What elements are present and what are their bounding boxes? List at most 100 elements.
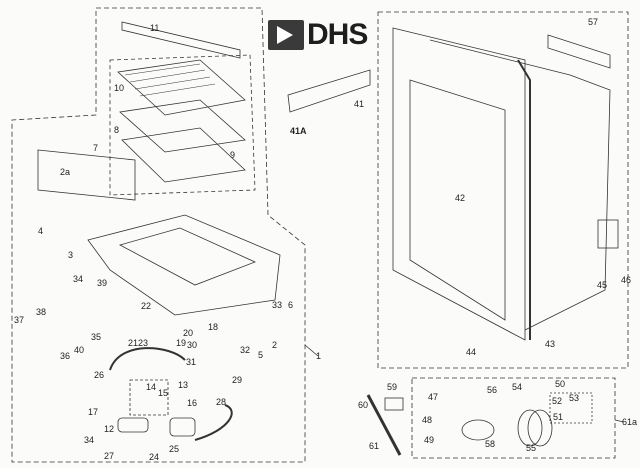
part-label: 11 [150,23,160,33]
part-label: 35 [91,332,102,342]
part-label: 41A [290,126,307,136]
leader-1 [304,344,319,357]
burner-10 [117,59,246,116]
part-label: 39 [97,278,108,288]
part-label: 10 [114,83,125,93]
part-label: 61a [622,417,638,427]
part-label: 22 [141,301,152,311]
part-label: 23 [138,338,149,348]
tape-58 [461,419,495,441]
part-label: 8 [114,125,120,135]
part-label: 1 [316,351,322,361]
part-label: 45 [597,280,608,290]
rod-60 [366,394,402,456]
part-label: 13 [178,380,189,390]
bar-41A [287,69,371,113]
part-label: 25 [169,444,180,454]
part-label: 15 [158,388,169,398]
part-label: 20 [183,328,194,338]
part-label: 36 [60,351,71,361]
part-label: 53 [569,393,580,403]
part-label: 43 [545,339,556,349]
part-label: 42 [455,193,466,203]
block-59 [384,397,404,411]
part-label: 19 [176,338,187,348]
part-label: 26 [94,370,105,380]
part-label: 55 [526,443,537,453]
part-label: 32 [240,345,251,355]
bracket-57 [547,34,611,69]
panel-2a [37,149,136,201]
part-label: 33 [272,300,283,310]
part-label: 59 [387,382,398,392]
part-label: 14 [146,382,157,392]
burner-subgroup-outline [109,54,256,196]
part-label: 7 [93,143,99,153]
part-label: 3 [68,250,74,260]
part-label: 31 [186,357,197,367]
part-label: 34 [73,274,84,284]
part-label: 34 [84,435,95,445]
chassis-inner [118,227,257,286]
part-label: 4 [38,226,44,236]
frame-9 [121,127,246,183]
part-label: 9 [230,150,236,160]
exchanger-front [392,27,526,341]
burner-group-outline [11,7,306,463]
pipe-26 [109,347,186,371]
part-label: 51 [553,412,564,422]
pipe-43 [517,59,531,340]
part-label: 30 [187,340,198,350]
part-label: 29 [232,375,243,385]
part-label: 58 [485,439,496,449]
valve-12 [117,417,149,433]
dhs-logo: DHS [268,18,368,51]
burner-10-slots [124,63,216,97]
part-label: 54 [512,382,523,392]
part-label: 41 [354,99,365,109]
logo-arrow-icon [268,20,304,50]
part-label: 2a [60,167,71,177]
valve-subgroup-outline [129,379,169,416]
part-label: 48 [422,415,433,425]
part-label: 21 [128,338,139,348]
leader-61a [614,419,625,423]
part-label: 2 [272,340,278,350]
part-label: 60 [358,400,369,410]
part-label: 17 [88,407,99,417]
part-label: 44 [466,347,477,357]
part-label: 28 [216,397,227,407]
plate-46 [597,219,619,249]
exchanger-window [409,79,506,321]
exchanger-box [429,39,611,331]
part-label: 50 [555,379,566,389]
part-label: 18 [208,322,219,332]
part-label: 38 [36,307,47,317]
chassis-tray [87,214,281,316]
part-label: 27 [104,451,115,461]
pipe-28 [194,404,233,441]
part-label: 6 [288,300,294,310]
part-label: 24 [149,452,160,462]
part-label: 47 [428,392,439,402]
part-label: 46 [621,275,632,285]
part-label: 5 [258,350,264,360]
part-label: 40 [74,345,85,355]
accessory-kit-outline [411,377,616,459]
part-label: 49 [424,435,435,445]
part-label: 52 [552,396,563,406]
part-label: 12 [104,424,115,434]
part-label: 16 [187,398,198,408]
ties-55b [527,409,553,447]
part-label: 56 [487,385,498,395]
ties-55 [517,409,543,447]
valve-16 [169,417,196,437]
part-label: 57 [588,17,599,27]
rail-11 [121,21,241,59]
kit-subgroup-outline [549,392,593,424]
heat-exchanger-outline [377,11,629,369]
part-label: 37 [14,315,25,325]
part-label: 61 [369,441,380,451]
